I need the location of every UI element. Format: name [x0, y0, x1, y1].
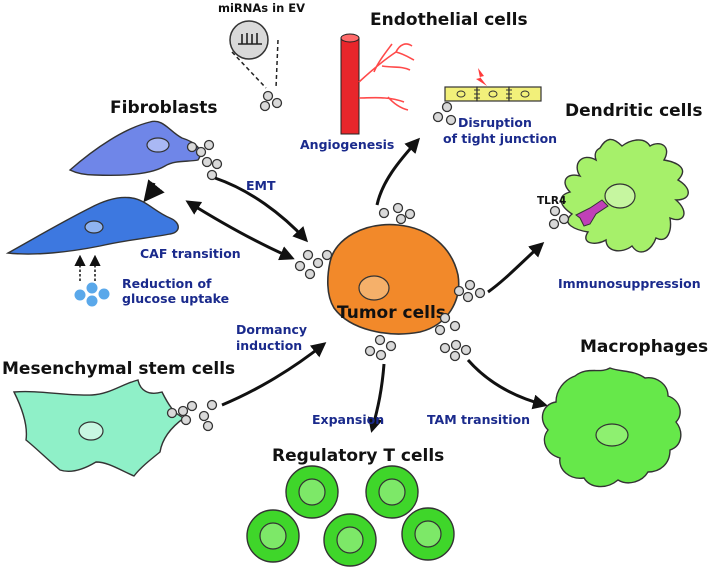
- arrow-msc-to-tumor: [221, 342, 327, 407]
- caf-cell: [5, 196, 179, 255]
- macrophage-cell: [541, 367, 682, 488]
- ev-cluster-msc: [166, 399, 218, 432]
- ev-cluster-fibroblast: [186, 139, 223, 181]
- label-expansion: Expansion: [312, 412, 384, 427]
- label-caf-transition: CAF transition: [140, 246, 241, 261]
- arrow-emt: [214, 176, 309, 243]
- treg-cell: [285, 465, 339, 519]
- label-dendritic-cells: Dendritic cells: [565, 101, 702, 121]
- ev-cluster-endothelial: [432, 101, 457, 126]
- tumor-cell: [327, 223, 460, 335]
- label-tumor-cells: Tumor cells: [337, 303, 446, 323]
- label-regulatory-t-cells: Regulatory T cells: [272, 446, 444, 466]
- mirna-ev-inset: [229, 20, 283, 112]
- dendritic-cell: [560, 138, 689, 253]
- treg-cell: [323, 513, 377, 567]
- label-macrophages: Macrophages: [580, 337, 708, 357]
- label-immunosuppression: Immunosuppression: [558, 276, 701, 291]
- glucose-uptake-arrows: [74, 254, 101, 281]
- arrow-to-dendritic: [487, 241, 545, 294]
- label-reduction-line1: Reduction of: [122, 276, 212, 291]
- label-emt: EMT: [246, 178, 276, 193]
- mesenchymal-stem-cell: [12, 379, 186, 477]
- treg-cell: [246, 509, 300, 563]
- arrow-fibroblast-tumor: [185, 200, 295, 261]
- label-dormancy-line1: Dormancy: [236, 322, 307, 337]
- arrow-to-macrophage: [466, 359, 548, 410]
- label-tlr4: TLR4: [537, 195, 566, 207]
- label-fibroblasts: Fibroblasts: [110, 98, 218, 118]
- ev-cluster-dendritic: [548, 205, 570, 230]
- arrow-to-endothelial: [375, 137, 421, 206]
- treg-cell: [401, 507, 455, 561]
- tight-junction-cells: [444, 68, 542, 102]
- label-angiogenesis: Angiogenesis: [300, 137, 394, 152]
- ev-cluster-tumor: [294, 202, 486, 362]
- label-dormancy-line2: induction: [236, 338, 302, 353]
- label-mirnas-in-ev: miRNAs in EV: [218, 1, 305, 15]
- label-mesenchymal-stem-cells: Mesenchymal stem cells: [2, 359, 235, 379]
- label-endothelial-cells: Endothelial cells: [370, 10, 528, 30]
- label-reduction-line2: glucose uptake: [122, 291, 229, 306]
- arrow-fibroblast-to-caf: [143, 179, 165, 203]
- label-tam-transition: TAM transition: [427, 412, 530, 427]
- arrow-to-treg: [367, 363, 386, 433]
- glucose-molecules: [74, 282, 110, 307]
- label-disruption-line1: Disruption: [458, 115, 532, 130]
- treg-cell: [365, 465, 419, 519]
- fibroblast-cell: [68, 120, 201, 177]
- label-disruption-line2: of tight junction: [443, 131, 557, 146]
- lightning-icon: [476, 68, 487, 86]
- blood-vessel: [340, 33, 415, 135]
- tlr4-receptor: [575, 199, 609, 227]
